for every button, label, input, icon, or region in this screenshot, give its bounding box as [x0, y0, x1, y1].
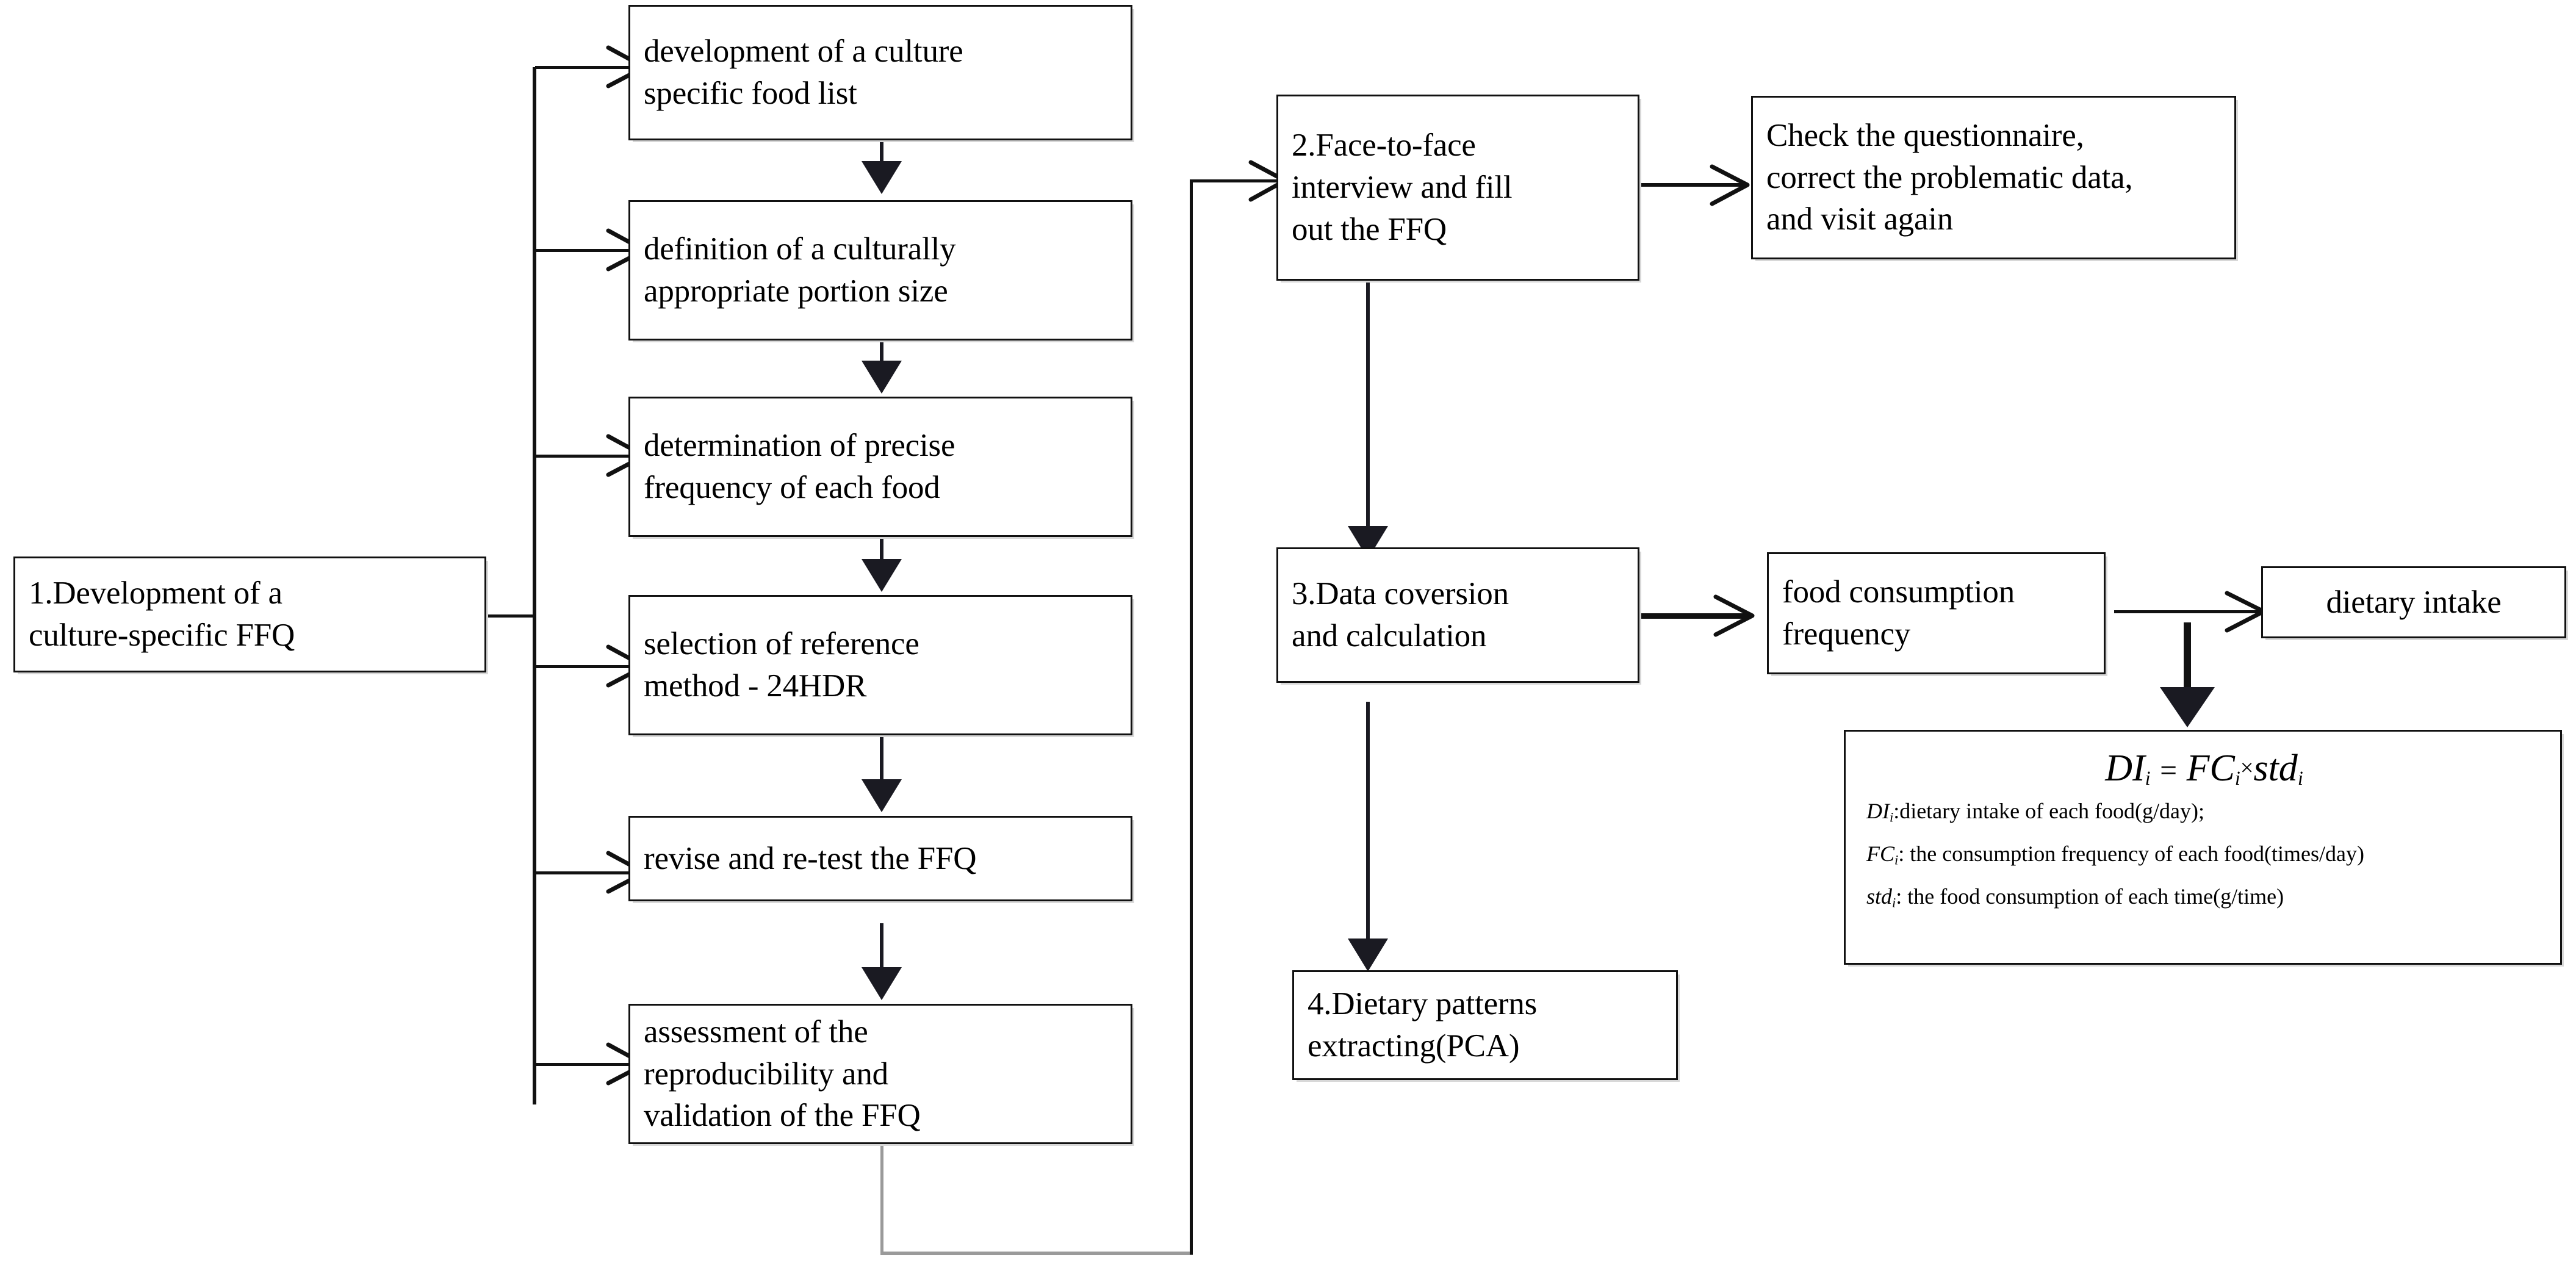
connector-start-to-spine — [484, 614, 536, 618]
formula-equation: DIi = FCi×stdi — [1866, 748, 2542, 790]
connector-revise-to-assessment — [880, 923, 883, 989]
formula-panel[interactable]: DIi = FCi×stdi DIi:dietary intake of eac… — [1844, 730, 2562, 965]
connector-spine-to-food-list — [535, 66, 645, 69]
node-food-list[interactable]: development of a culture specific food l… — [628, 5, 1132, 140]
formula-legend-di-symbol: DI — [1866, 798, 1890, 823]
connector-spine-to-revise — [535, 871, 645, 874]
node-dietary-intake-label: dietary intake — [2326, 584, 2502, 620]
node-reference-method-label: selection of reference method - 24HDR — [644, 626, 919, 704]
feedback-loop-up — [1190, 181, 1193, 1255]
formula-legend-std: stdi: the food consumption of each time(… — [1866, 885, 2542, 910]
node-revise-retest[interactable]: revise and re-test the FFQ — [628, 816, 1132, 901]
node-food-list-label: development of a culture specific food l… — [644, 34, 963, 111]
connector-conversion-to-pca — [1366, 702, 1370, 960]
node-interview-label: 2.Face-to-face interview and fill out th… — [1292, 128, 1513, 247]
connector-interview-to-check — [1639, 183, 1746, 187]
connector-conversion-to-frequency-out — [1641, 613, 1751, 619]
connector-frequency-to-reference-method — [880, 537, 883, 581]
node-assessment[interactable]: assessment of the reproducibility and va… — [628, 1004, 1132, 1144]
formula-rhs-second-sub: i — [2297, 767, 2303, 790]
formula-legend-std-symbol: std — [1866, 884, 1893, 909]
node-check-questionnaire[interactable]: Check the questionnaire, correct the pro… — [1751, 96, 2236, 259]
connector-frequency-out-to-intake — [2114, 610, 2263, 613]
formula-rhs-first-sub: i — [2234, 767, 2240, 790]
node-frequency[interactable]: determination of precise frequency of ea… — [628, 397, 1132, 537]
formula-lhs-sub: i — [2145, 767, 2151, 790]
formula-legend-std-sub: i — [1892, 895, 1896, 910]
connector-reference-method-to-revise — [880, 735, 883, 801]
node-interview[interactable]: 2.Face-to-face interview and fill out th… — [1276, 95, 1639, 281]
node-portion-size-label: definition of a culturally appropriate p… — [644, 231, 956, 309]
formula-equals: = — [2160, 754, 2178, 787]
formula-lhs-symbol: DI — [2105, 748, 2145, 789]
connector-spine-to-reference-method — [535, 665, 645, 668]
connector-spine-to-frequency — [535, 455, 645, 458]
node-revise-retest-label: revise and re-test the FFQ — [644, 840, 977, 876]
feedback-loop-into-interview — [1190, 179, 1284, 182]
formula-legend-fc-sub: i — [1894, 852, 1899, 868]
node-start-label: 1.Development of a culture-specific FFQ — [29, 575, 295, 653]
connector-food-list-to-portion-size — [880, 140, 883, 183]
bracket-spine — [533, 67, 536, 1104]
formula-legend-di-text: :dietary intake of each food(g/day); — [1893, 798, 2204, 823]
formula-rhs-second-symbol: std — [2253, 748, 2298, 789]
node-portion-size[interactable]: definition of a culturally appropriate p… — [628, 200, 1132, 340]
formula-operator: × — [2240, 755, 2254, 781]
formula-legend-std-text: : the food consumption of each time(g/ti… — [1896, 884, 2284, 909]
node-assessment-label: assessment of the reproducibility and va… — [644, 1014, 921, 1134]
node-food-consumption-frequency-label: food consumption frequency — [1782, 574, 2015, 652]
connector-spine-to-portion-size — [535, 249, 645, 252]
formula-legend-di-sub: i — [1890, 809, 1894, 825]
connector-branch-to-formula — [2184, 622, 2191, 715]
node-start[interactable]: 1.Development of a culture-specific FFQ — [13, 557, 486, 672]
formula-legend-fc-text: : the consumption frequency of each food… — [1898, 841, 2364, 866]
node-check-questionnaire-label: Check the questionnaire, correct the pro… — [1766, 117, 2133, 237]
node-dietary-patterns-pca-label: 4.Dietary patterns extracting(PCA) — [1308, 986, 1538, 1064]
node-dietary-intake[interactable]: dietary intake — [2261, 566, 2566, 638]
connector-spine-to-assessment — [535, 1063, 645, 1066]
node-frequency-label: determination of precise frequency of ea… — [644, 428, 955, 505]
connector-interview-to-conversion — [1366, 283, 1370, 548]
node-reference-method[interactable]: selection of reference method - 24HDR — [628, 595, 1132, 735]
node-data-conversion-label: 3.Data coversion and calculation — [1292, 576, 1509, 654]
formula-legend-di: DIi:dietary intake of each food(g/day); — [1866, 800, 2542, 824]
formula-legend-fc-symbol: FC — [1866, 841, 1895, 866]
feedback-loop-across — [880, 1252, 1193, 1255]
formula-legend-fc: FCi: the consumption frequency of each f… — [1866, 843, 2542, 867]
connector-portion-size-to-frequency — [880, 340, 883, 383]
feedback-loop-down — [880, 1144, 883, 1254]
formula-rhs-first-symbol: FC — [2186, 748, 2235, 789]
node-dietary-patterns-pca[interactable]: 4.Dietary patterns extracting(PCA) — [1292, 970, 1678, 1080]
node-data-conversion[interactable]: 3.Data coversion and calculation — [1276, 547, 1639, 683]
node-food-consumption-frequency[interactable]: food consumption frequency — [1767, 552, 2106, 674]
